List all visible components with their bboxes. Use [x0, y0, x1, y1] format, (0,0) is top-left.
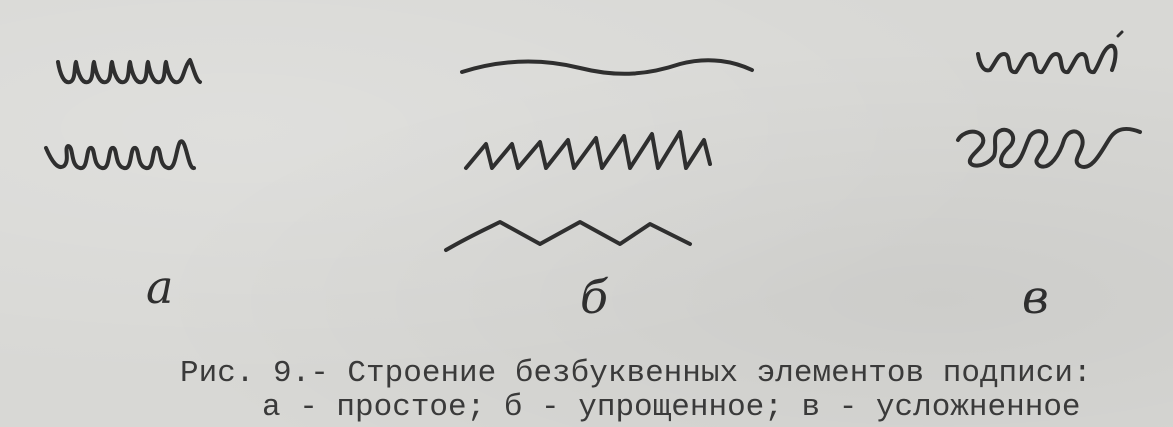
label-c: в [1022, 270, 1049, 324]
sample-b-zigzag-dense [464, 130, 712, 170]
sample-group-a [44, 58, 202, 171]
sample-b-zigzag-sparse [444, 220, 692, 252]
sample-c-loops-2 [956, 126, 1142, 169]
sample-group-b [444, 58, 754, 252]
sample-group-c [956, 30, 1142, 169]
figure-caption-line-2: а - простое; б - упрощенное; в - усложне… [262, 390, 1081, 425]
sample-b-wave [460, 58, 754, 76]
label-a: а [146, 260, 174, 314]
figure-caption-line-1: Рис. 9.- Строение безбуквенных элементов… [180, 356, 1092, 391]
sample-c-dot [1116, 30, 1124, 38]
label-b: б [580, 270, 609, 324]
sample-a-loops-2 [44, 139, 196, 171]
sample-a-loops-1 [56, 58, 202, 85]
sample-c-loops-1 [976, 43, 1118, 75]
